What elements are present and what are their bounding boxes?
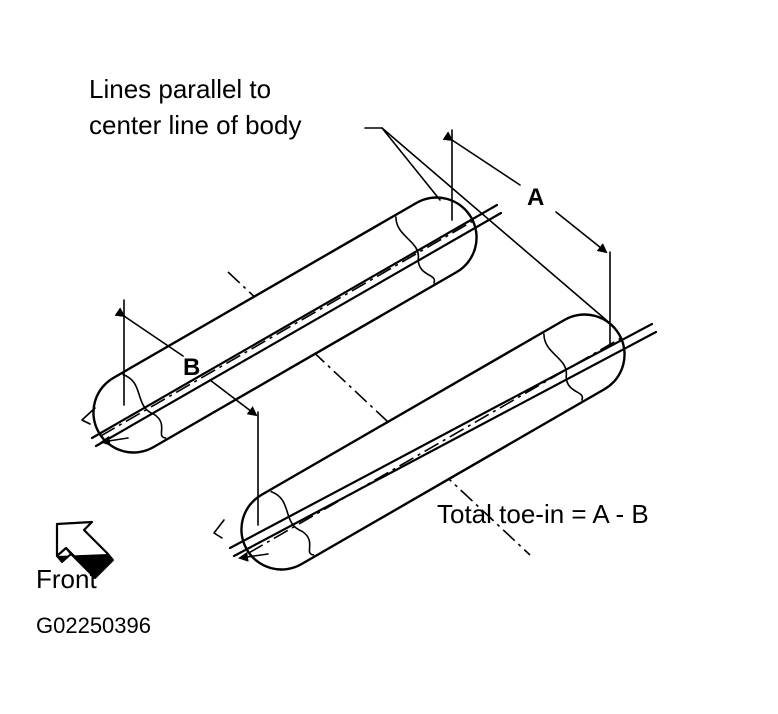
label-dimension-a: A — [527, 184, 544, 211]
right-forward-arrow-icon — [238, 551, 269, 562]
dimension-a-arrow-left — [442, 131, 521, 186]
left-parallel-line-2 — [94, 211, 503, 448]
dimension-b — [114, 299, 259, 526]
right-tire-contact-front — [543, 333, 584, 401]
figure-id: G02250396 — [36, 613, 151, 638]
label-parallel-line1: Lines parallel to — [89, 74, 271, 104]
dimension-b-arrow-left — [114, 307, 184, 357]
label-formula: Total toe-in = A - B — [437, 499, 649, 529]
left-tire-axis — [100, 220, 474, 437]
right-parallel-line-2 — [232, 330, 658, 558]
left-rotation-arrow-icon — [81, 407, 96, 425]
right-rotation-arrow-icon — [213, 519, 225, 539]
front-direction-arrow-icon — [55, 520, 114, 579]
dimension-a — [442, 129, 611, 346]
label-dimension-b: B — [183, 354, 200, 381]
left-tire — [92, 196, 478, 454]
label-leader-line-2 — [381, 127, 613, 326]
right-tire-contact-rear — [270, 490, 315, 556]
left-wheel — [81, 196, 503, 454]
right-parallel-line-1 — [228, 322, 654, 550]
left-forward-arrow-icon — [100, 435, 129, 446]
label-leader-line-1 — [364, 127, 441, 201]
label-parallel-line2: center line of body — [89, 110, 301, 140]
dimension-b-arrow-right — [209, 379, 258, 417]
left-parallel-line-1 — [90, 203, 499, 440]
left-tire-contact-rear — [122, 373, 167, 439]
dimension-a-arrow-right — [555, 211, 608, 254]
label-front: Front — [36, 564, 97, 594]
right-wheel — [213, 313, 658, 571]
